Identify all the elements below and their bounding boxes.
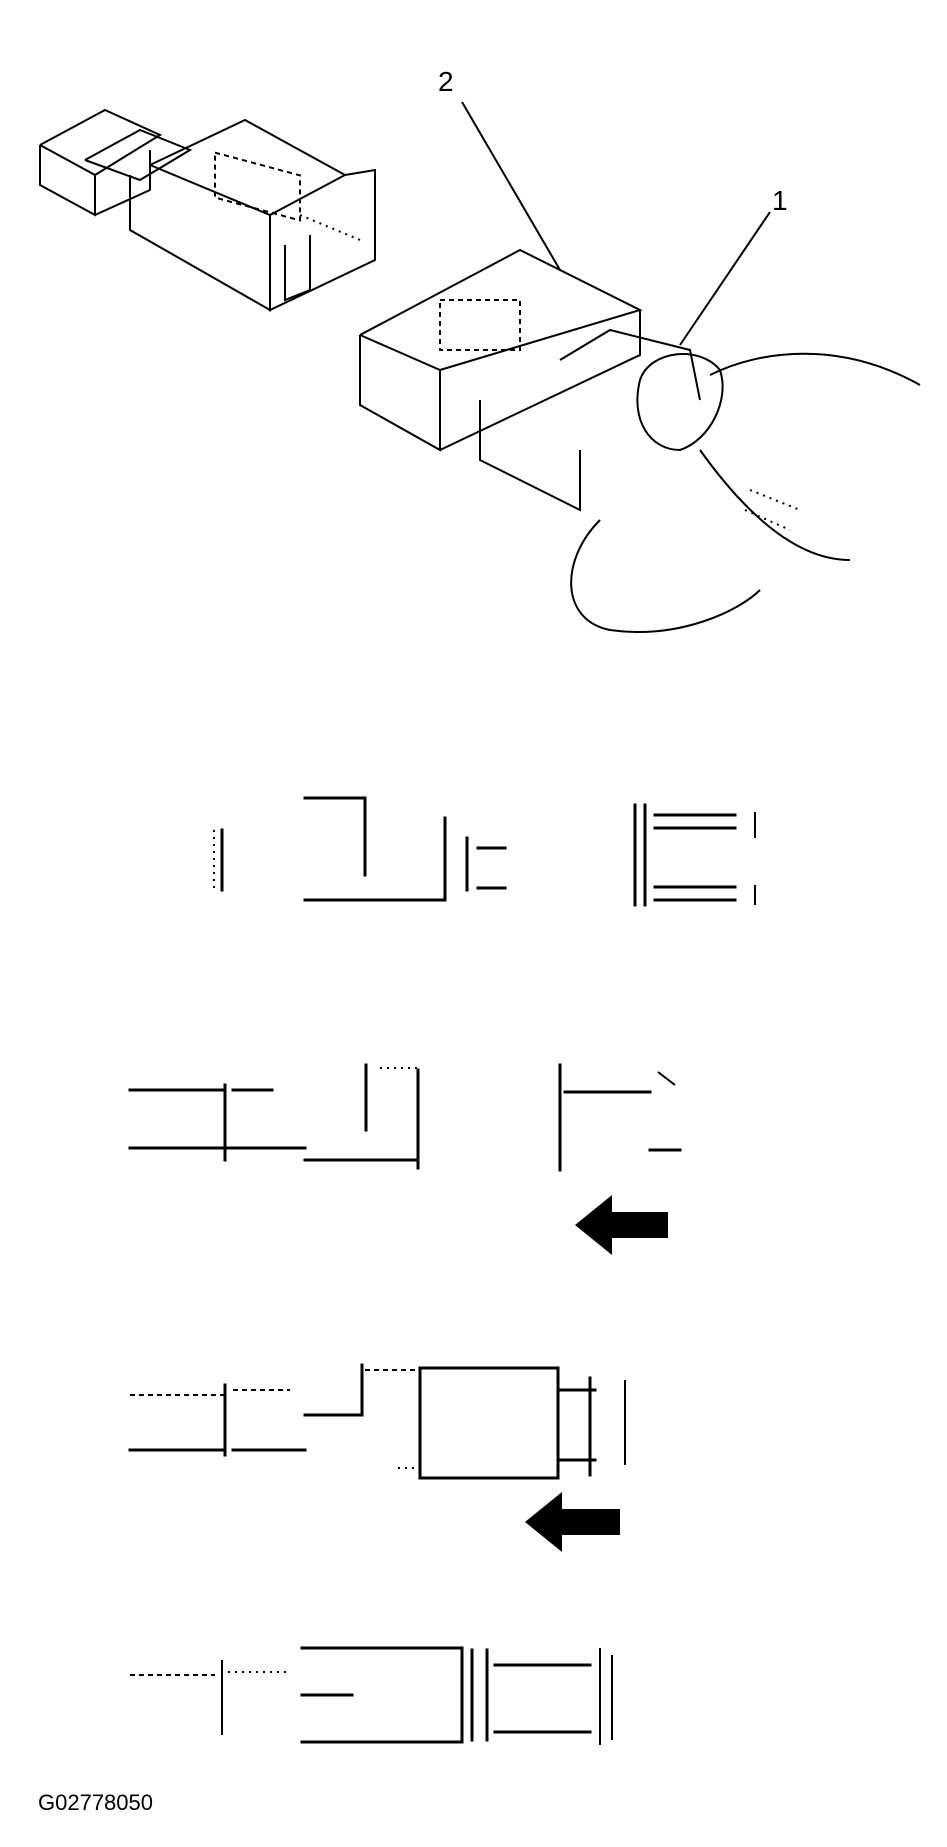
callout-1-leader (679, 211, 771, 346)
mated-connector-isometric (39, 108, 376, 312)
connector-body-front (359, 334, 441, 452)
connector-disconnect-view (359, 248, 921, 633)
push-arrow-2 (525, 1492, 620, 1552)
finger-tip (636, 353, 724, 452)
section-step-2 (128, 1063, 682, 1172)
callout-2-leader (461, 101, 561, 271)
connector-latch (84, 128, 193, 182)
section-step-1 (213, 796, 756, 907)
connector-front-top (149, 118, 348, 217)
locking-lever (559, 328, 701, 401)
inner-housing (479, 400, 581, 512)
connector-window (214, 151, 301, 222)
finger-shading-2 (744, 509, 791, 531)
finger-shading-1 (749, 489, 801, 511)
section-step-3 (128, 1363, 626, 1480)
finger-upper-edge (709, 352, 921, 386)
finger-lower-edge (699, 449, 851, 561)
callout-1: 1 (772, 185, 788, 216)
connector-terminal-slot (284, 235, 311, 302)
connector-side-face (94, 150, 151, 216)
connector-front-side (269, 168, 376, 312)
connector-top-face (39, 108, 163, 176)
callout-2: 2 (438, 66, 454, 97)
thumb (570, 519, 761, 633)
sliding-sleeve (418, 1366, 560, 1480)
connector-body-top (359, 248, 643, 371)
push-arrow-1 (575, 1195, 668, 1255)
connector-body-window (439, 299, 521, 351)
section-step-4 (130, 1646, 613, 1745)
connector-front-body (129, 175, 271, 312)
figure-code: G02778050 (38, 1790, 153, 1815)
connector-rear-face (39, 144, 96, 217)
connector-body-side (439, 310, 641, 451)
